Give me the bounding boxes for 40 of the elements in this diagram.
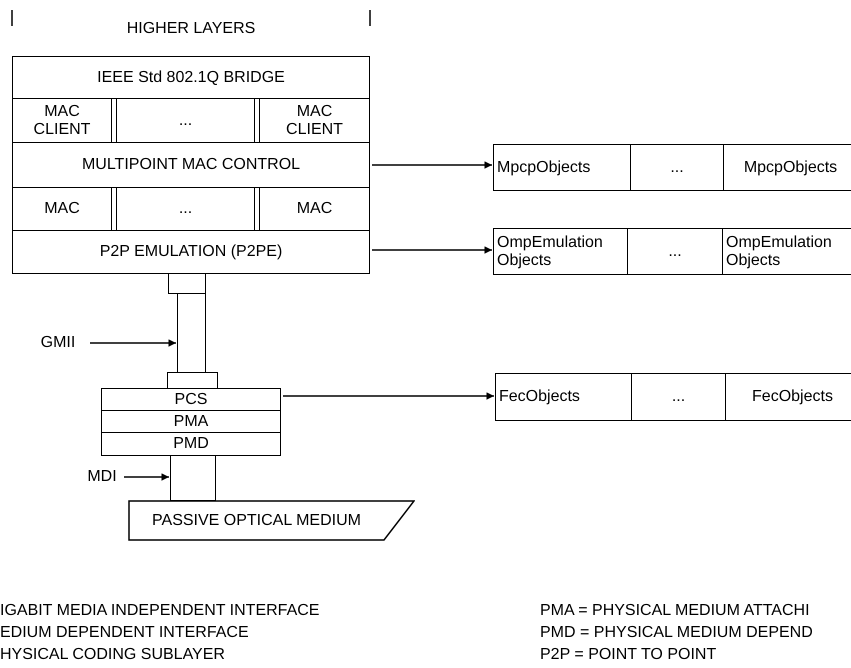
arrow bbox=[372, 161, 492, 169]
table-cell: MpcpObjects bbox=[493, 144, 631, 191]
layer-cell: ... bbox=[116, 187, 255, 231]
layer-cell: MAC CLIENT bbox=[12, 98, 112, 143]
connector-box bbox=[170, 455, 216, 501]
abbreviation-note: PMA = PHYSICAL MEDIUM ATTACHI bbox=[540, 602, 810, 620]
connector-box bbox=[168, 273, 206, 294]
table-cell: ... bbox=[631, 373, 726, 421]
table-cell: MpcpObjects bbox=[723, 144, 851, 191]
layer-label: HIGHER LAYERS bbox=[12, 12, 370, 46]
layer-cell: MAC CLIENT bbox=[259, 98, 370, 143]
layer-cell: MAC bbox=[12, 187, 112, 231]
layer-box: PMA bbox=[101, 410, 281, 433]
abbreviation-note: HYSICAL CODING SUBLAYER bbox=[0, 646, 225, 664]
arrow bbox=[90, 339, 176, 347]
interface-label: MDI bbox=[82, 466, 122, 488]
layer-cell: MAC bbox=[259, 187, 370, 231]
table-cell: ... bbox=[630, 144, 724, 191]
abbreviation-note: EDIUM DEPENDENT INTERFACE bbox=[0, 624, 249, 642]
abbreviation-note: PMD = PHYSICAL MEDIUM DEPEND bbox=[540, 624, 813, 642]
table-cell: FecObjects bbox=[725, 373, 851, 421]
abbreviation-note: P2P = POINT TO POINT bbox=[540, 646, 716, 664]
abbreviation-note: IGABIT MEDIA INDEPENDENT INTERFACE bbox=[0, 602, 320, 620]
interface-column bbox=[177, 293, 206, 373]
table-cell: FecObjects bbox=[495, 373, 632, 421]
layer-box: PCS bbox=[101, 388, 281, 411]
table-cell: ... bbox=[627, 228, 723, 275]
table-cell: OmpEmulation Objects bbox=[493, 228, 628, 275]
interface-label: GMII bbox=[28, 332, 88, 354]
medium-shape: PASSIVE OPTICAL MEDIUM bbox=[128, 500, 415, 541]
layer-box: PMD bbox=[101, 432, 281, 456]
layer-cell: ... bbox=[116, 98, 255, 143]
layer-box: P2P EMULATION (P2PE) bbox=[12, 230, 370, 274]
arrow bbox=[283, 392, 494, 400]
arrow bbox=[124, 473, 169, 481]
table-cell: OmpEmulation Objects bbox=[722, 228, 851, 275]
arrow bbox=[372, 246, 492, 254]
connector-box bbox=[167, 372, 218, 389]
layer-box: MULTIPOINT MAC CONTROL bbox=[12, 142, 370, 188]
layer-box: IEEE Std 802.1Q BRIDGE bbox=[12, 56, 370, 99]
